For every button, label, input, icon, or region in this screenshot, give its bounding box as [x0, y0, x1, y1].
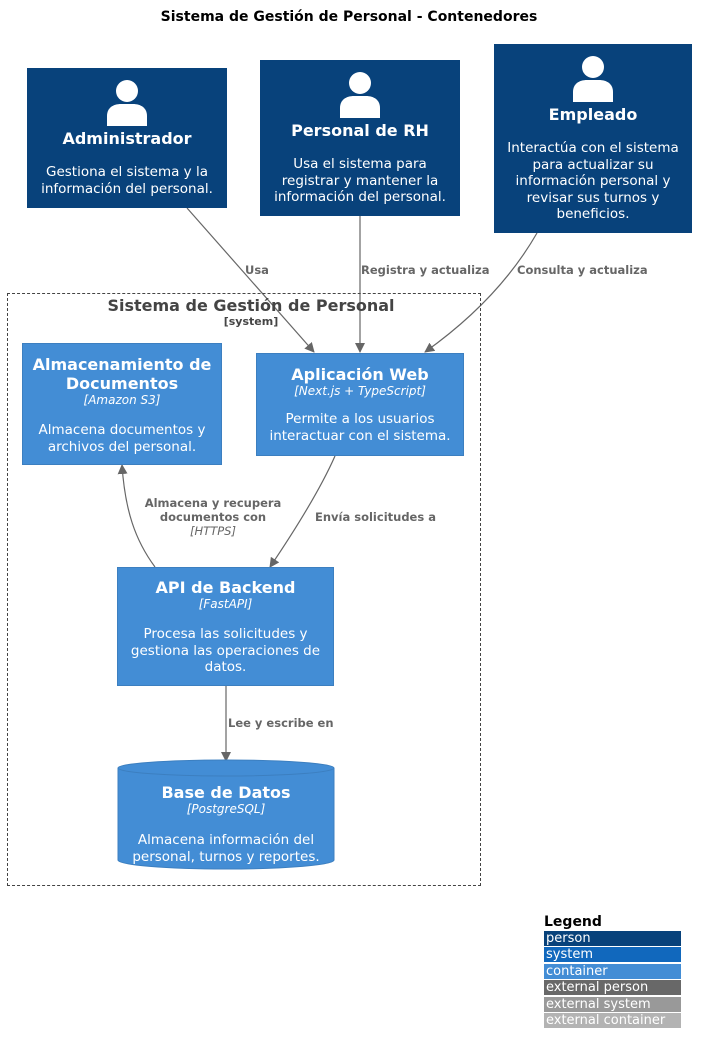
- container-tech: [PostgreSQL]: [186, 802, 266, 816]
- edge-label-api-storage-text: Almacena y recupera documentos con: [144, 496, 282, 524]
- legend: Legend person system container external …: [544, 914, 681, 1029]
- person-personal-rh[interactable]: Personal de RH Usa el sistema para regis…: [260, 60, 460, 216]
- edge-label-emp-web: Consulta y actualiza: [517, 263, 648, 277]
- person-name: Empleado: [548, 105, 638, 124]
- container-description: Almacena documentos y archivos del perso…: [38, 422, 206, 455]
- container-tech: [FastAPI]: [198, 597, 253, 611]
- person-icon: [107, 80, 147, 126]
- person-empleado[interactable]: Empleado Interactúa con el sistema para …: [494, 44, 692, 233]
- container-name: Aplicación Web: [291, 365, 429, 384]
- container-webapp[interactable]: Aplicación Web [Next.js + TypeScript] Pe…: [256, 353, 464, 456]
- person-name: Administrador: [62, 129, 192, 148]
- person-administrador[interactable]: Administrador Gestiona el sistema y la i…: [27, 68, 227, 208]
- boundary-type: [system]: [223, 315, 279, 328]
- edge-label-rh-web: Registra y actualiza: [361, 263, 490, 277]
- container-tech: [Amazon S3]: [83, 393, 161, 407]
- legend-title: Legend: [544, 914, 602, 930]
- container-description: Almacena información del personal, turno…: [132, 832, 320, 865]
- container-name: API de Backend: [155, 578, 296, 597]
- legend-item-external-container: external container: [544, 1012, 681, 1028]
- edge-label-api-storage-tech: [HTTPS]: [190, 524, 236, 538]
- system-boundary: Sistema de Gestión de Personal [system]: [7, 293, 481, 886]
- legend-item-system: system: [544, 947, 681, 963]
- container-tech: [Next.js + TypeScript]: [294, 384, 426, 398]
- container-name: Almacenamiento de Documentos: [32, 355, 212, 393]
- legend-item-person: person: [544, 931, 681, 946]
- edge-admin-web: [186, 207, 315, 353]
- container-database[interactable]: Base de Datos [PostgreSQL] Almacena info…: [118, 783, 334, 865]
- container-description: Permite a los usuarios interactuar con e…: [269, 411, 451, 444]
- legend-item-external-person: external person: [544, 980, 681, 996]
- person-name: Personal de RH: [291, 121, 429, 140]
- legend-item-external-system: external system: [544, 996, 681, 1012]
- edge-label-web-api: Envía solicitudes a: [315, 510, 436, 524]
- edge-label-api-db: Lee y escribe en: [228, 716, 334, 730]
- diagram-title: Sistema de Gestión de Personal - Contene…: [160, 9, 538, 25]
- person-description: Gestiona el sistema y la información del…: [41, 164, 213, 197]
- person-icon: [573, 56, 613, 102]
- container-name: Base de Datos: [161, 783, 291, 802]
- boundary-name: Sistema de Gestión de Personal: [107, 296, 395, 315]
- database-cylinder: [117, 759, 335, 870]
- container-description: Procesa las solicitudes y gestiona las o…: [130, 626, 321, 675]
- container-storage[interactable]: Almacenamiento de Documentos [Amazon S3]…: [22, 343, 222, 465]
- edge-api-storage: [117, 464, 156, 568]
- person-description: Interactúa con el sistema para actualiza…: [507, 140, 679, 222]
- legend-item-container: container: [544, 963, 681, 979]
- person-icon: [340, 72, 380, 118]
- edge-label-api-storage: Almacena y recupera documentos con [HTTP…: [138, 496, 288, 538]
- person-description: Usa el sistema para registrar y mantener…: [274, 156, 446, 205]
- container-api[interactable]: API de Backend [FastAPI] Procesa las sol…: [117, 567, 334, 686]
- edge-emp-web: [424, 232, 538, 353]
- edge-label-admin-web: Usa: [245, 263, 269, 277]
- edge-web-api: [269, 455, 336, 568]
